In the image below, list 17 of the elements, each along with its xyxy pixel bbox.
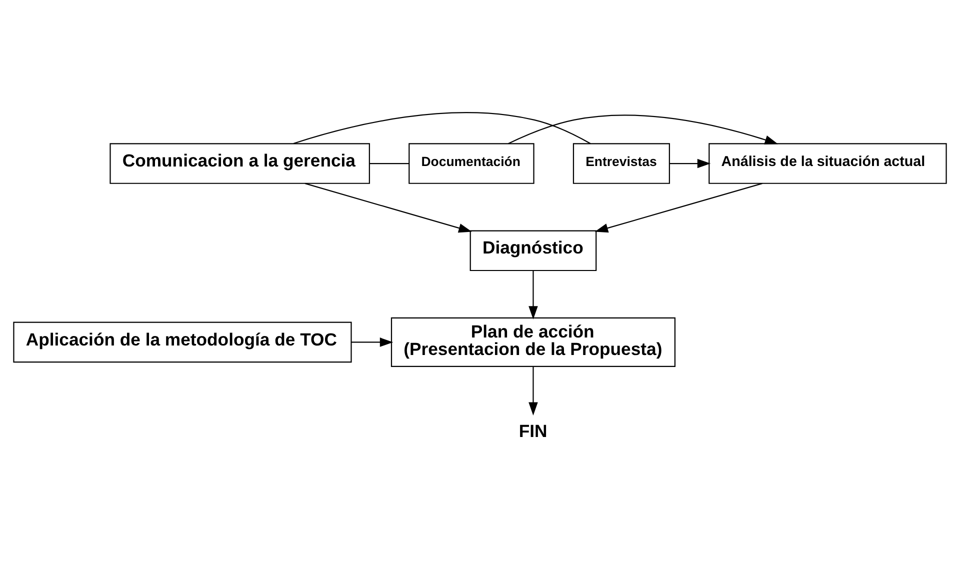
arrow xyxy=(304,182,472,233)
arrow xyxy=(670,158,711,168)
node-box: Comunicacion a la gerencia xyxy=(110,143,370,184)
node-text: FIN xyxy=(518,420,548,441)
connector xyxy=(370,162,410,164)
node-box: Diagnóstico xyxy=(470,230,597,272)
arrow xyxy=(594,182,762,233)
connector xyxy=(293,112,591,144)
node-box: Plan de acción (Presentacion de la Propuesta) xyxy=(390,317,676,367)
node-box: Análisis de la situación actual xyxy=(708,143,947,184)
node-box: Entrevistas xyxy=(572,143,670,184)
node-box: Aplicación de la metodología de TOC xyxy=(13,322,352,363)
arrow xyxy=(508,114,778,144)
arrow xyxy=(528,270,538,320)
arrow xyxy=(528,366,538,416)
arrow xyxy=(351,338,394,347)
node-box: Documentación xyxy=(408,143,534,184)
